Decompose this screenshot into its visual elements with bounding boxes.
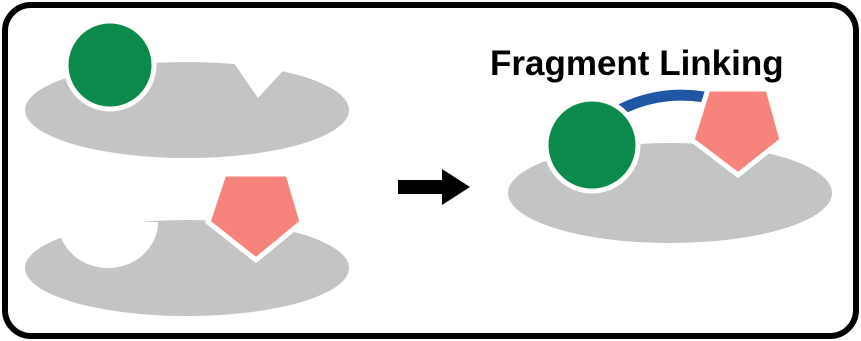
linked-circle-fragment [543, 96, 641, 194]
reaction-arrow [398, 169, 470, 205]
arrow-head [442, 169, 470, 205]
arrow-shaft [398, 180, 444, 194]
pocket-with-circle-fragment [25, 18, 349, 158]
empty-binding-site-v [225, 50, 302, 98]
pentagon-fragment [205, 171, 305, 264]
linked-fragments-complex [508, 86, 832, 243]
linked-pentagon-fragment [689, 86, 785, 179]
circle-fragment [63, 18, 157, 112]
diagram-title: Fragment Linking [490, 44, 784, 83]
empty-binding-site-round [58, 222, 158, 268]
pocket-with-pentagon-fragment [25, 171, 349, 316]
